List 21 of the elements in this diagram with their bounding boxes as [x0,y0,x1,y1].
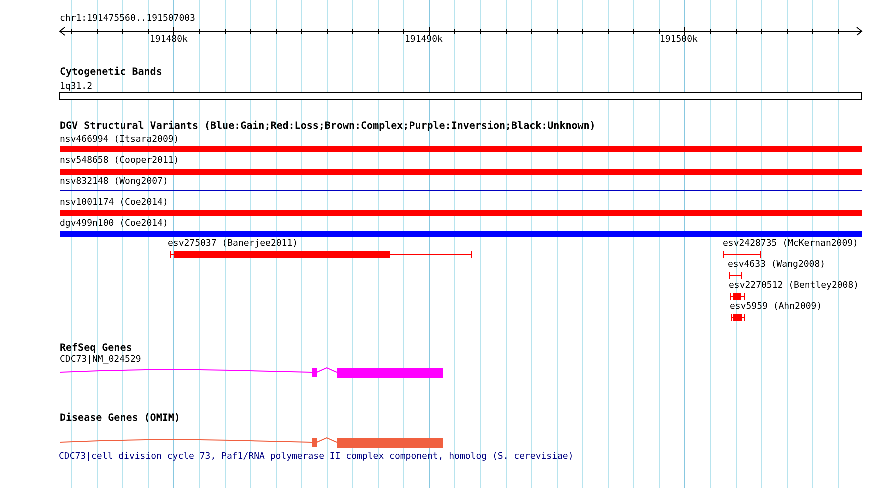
tick-label: 191500k [660,35,698,46]
tick-label: 191490k [405,35,443,46]
track-title: Cytogenetic Bands [60,67,162,78]
variant-label: nsv548658 (Cooper2011) [60,156,180,167]
variant-label: esv4633 (Wang2008) [728,260,826,271]
track-title: RefSeq Genes [60,343,132,354]
band-label: 1q31.2 [60,82,93,93]
variant-label: esv2428735 (McKernan2009) [723,239,858,250]
variant-label: esv2270512 (Bentley2008) [729,281,860,292]
variant-label: nsv832148 (Wong2007) [60,177,168,188]
variant-label: nsv466994 (Itsara2009) [60,135,180,146]
variant-label: esv275037 (Banerjee2011) [168,239,298,250]
coordinate-label: chr1:191475560..191507003 [60,14,196,25]
gene-description: CDC73|cell division cycle 73, Paf1/RNA polymerase II complex component, homolog (S. cerevisiae) [59,452,574,463]
track-title: DGV Structural Variants (Blue:Gain;Red:Loss;Brown:Complex;Purple:Inversion;Black:Unknown) [60,121,596,132]
gene-label: CDC73|NM_024529 [60,355,142,366]
variant-label: esv5959 (Ahn2009) [730,302,822,313]
variant-label: dgv499n100 (Coe2014) [60,219,168,230]
variant-label: nsv1001174 (Coe2014) [60,198,168,209]
tick-label: 191480k [150,35,188,46]
track-title: Disease Genes (OMIM) [60,413,180,424]
